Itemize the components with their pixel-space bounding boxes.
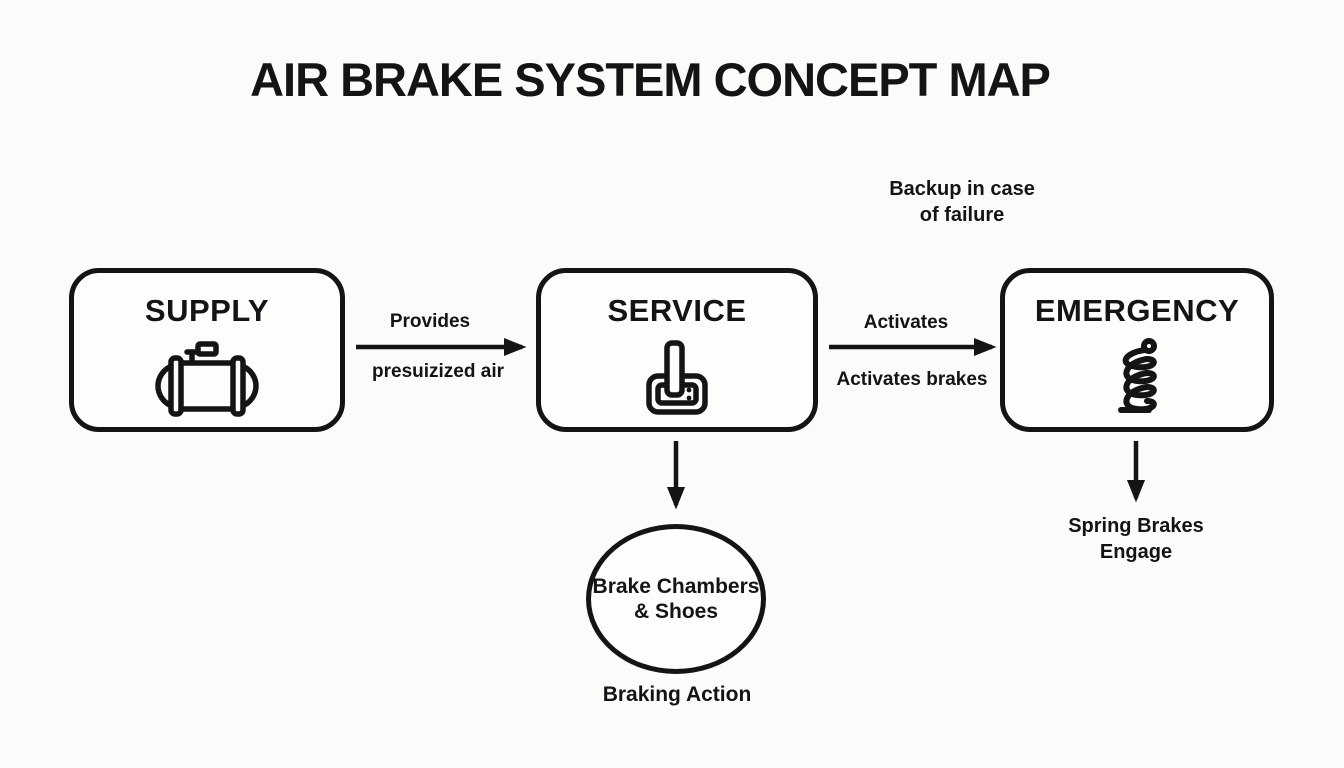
node-supply: SUPPLY xyxy=(69,268,345,432)
node-brake-chambers: Brake Chambers & Shoes xyxy=(586,524,766,674)
page-title: AIR BRAKE SYSTEM CONCEPT MAP xyxy=(250,53,1051,106)
brake-chambers-line2: & Shoes xyxy=(633,600,719,623)
node-service-label: SERVICE xyxy=(607,293,747,328)
spring-brakes-outcome: Spring Brakes Engage xyxy=(1036,513,1236,565)
node-service: SERVICE xyxy=(536,268,818,432)
node-emergency: EMERGENCY xyxy=(1000,268,1274,432)
brake-pedal-icon xyxy=(643,329,711,427)
air-tank-icon xyxy=(152,329,262,427)
edge-label-presuizized-air: presuizized air xyxy=(372,361,504,382)
coil-spring-icon xyxy=(1109,329,1165,427)
brake-chambers-line1: Brake Chambers xyxy=(592,575,760,598)
spring-outcome-line2: Engage xyxy=(1099,541,1173,563)
edge-label-activates-brakes: Activates brakes xyxy=(836,369,988,390)
backup-note: Backup in case of failure xyxy=(852,176,1072,228)
braking-action-caption: Braking Action xyxy=(602,683,752,706)
node-supply-label: SUPPLY xyxy=(144,293,270,328)
backup-note-line2: of failure xyxy=(919,204,1005,226)
node-emergency-label: EMERGENCY xyxy=(1034,293,1240,328)
spring-outcome-line1: Spring Brakes xyxy=(1068,515,1204,537)
edge-label-provides: Provides xyxy=(389,311,471,332)
edge-label-activates: Activates xyxy=(863,312,949,333)
backup-note-line1: Backup in case xyxy=(889,178,1035,200)
